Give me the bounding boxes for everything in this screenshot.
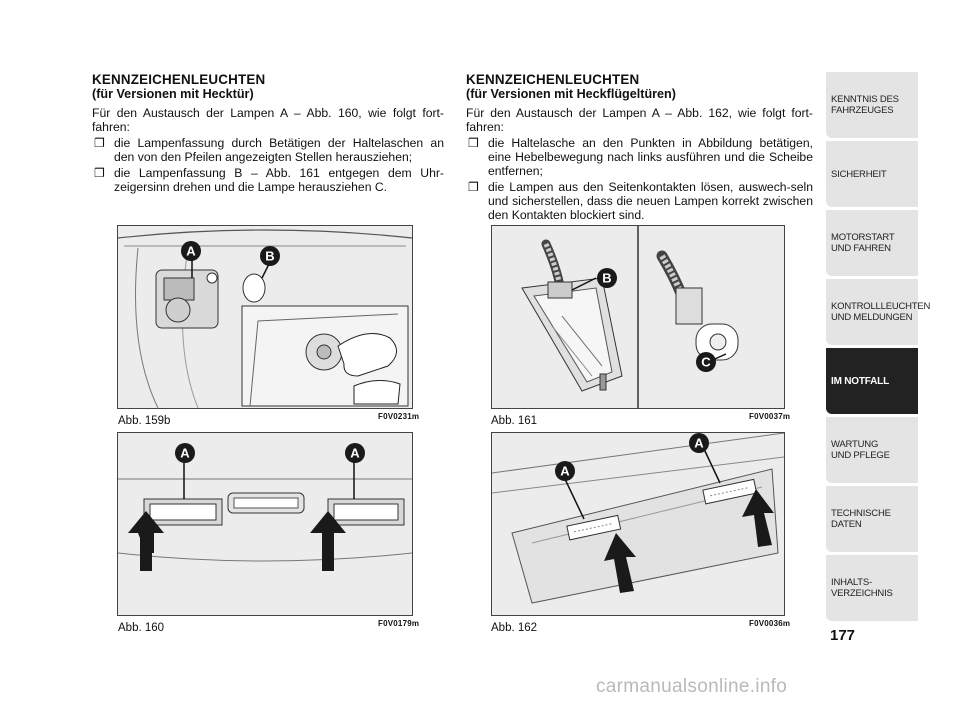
tab-technische-daten[interactable]: TECHNISCHE DATEN xyxy=(826,486,918,552)
figure-caption: Abb. 160 xyxy=(118,622,165,634)
figure-code: F0V0179m xyxy=(378,619,420,628)
callout-label-b: B xyxy=(602,271,611,286)
figure-caption: Abb. 162 xyxy=(491,622,538,634)
callout-label-c: C xyxy=(701,355,711,370)
figure-160-image: A A xyxy=(117,432,413,616)
right-column: KENNZEICHENLEUCHTEN (für Versionen mit H… xyxy=(466,72,813,224)
checkbox-bullet-icon: ❒ xyxy=(94,136,105,150)
tab-wartung-und-pflege[interactable]: WARTUNG UND PFLEGE xyxy=(826,417,918,483)
figure-159b-image: A B xyxy=(117,225,413,409)
callout-label-a: A xyxy=(694,436,704,451)
list-item: ❒die Lampenfassung durch Betätigen der H… xyxy=(94,136,444,164)
checkbox-bullet-icon: ❒ xyxy=(468,136,479,150)
intro-text: Für den Austausch der Lampen A – Abb. 16… xyxy=(466,106,813,134)
section-title: KENNZEICHENLEUCHTEN xyxy=(466,72,640,87)
figure-caption: Abb. 161 xyxy=(491,415,538,427)
tab-motorstart-und-fahren[interactable]: MOTORSTART UND FAHREN xyxy=(826,210,918,276)
callout-label-a: A xyxy=(180,446,190,461)
section-title: KENNZEICHENLEUCHTEN xyxy=(92,72,266,87)
intro-text: Für den Austausch der Lampen A – Abb. 16… xyxy=(92,106,444,134)
figure-code: F0V0037m xyxy=(749,412,791,421)
tab-im-notfall[interactable]: IM NOTFALL xyxy=(826,348,918,414)
tab-inhaltsverzeichnis[interactable]: INHALTS- VERZEICHNIS xyxy=(826,555,918,621)
checkbox-bullet-icon: ❒ xyxy=(94,166,105,180)
figure-caption: Abb. 159b xyxy=(118,415,171,427)
callout-label-b: B xyxy=(265,249,274,264)
callout-label-a: A xyxy=(560,464,570,479)
tab-kontrollleuchten[interactable]: KONTROLLLEUCHTEN UND MELDUNGEN xyxy=(826,279,930,345)
tab-kenntnis-des-fahrzeuges[interactable]: KENNTNIS DES FAHRZEUGES xyxy=(826,72,918,138)
tab-sicherheit[interactable]: SICHERHEIT xyxy=(826,141,918,207)
list-item: ❒die Lampen aus den Seitenkontakten löse… xyxy=(468,180,813,222)
instruction-list: ❒die Haltelasche an den Punkten in Abbil… xyxy=(466,136,813,222)
list-item: ❒die Lampenfassung B – Abb. 161 entgegen… xyxy=(94,166,444,194)
callout-label-a: A xyxy=(186,244,196,259)
section-subtitle: (für Versionen mit Heckflügeltüren) xyxy=(466,87,676,101)
watermark: carmanualsonline.info xyxy=(596,676,788,697)
section-subtitle: (für Versionen mit Hecktür) xyxy=(92,87,254,101)
checkbox-bullet-icon: ❒ xyxy=(468,180,479,194)
left-column: KENNZEICHENLEUCHTEN (für Versionen mit H… xyxy=(92,72,444,196)
callout-label-a: A xyxy=(350,446,360,461)
figure-161-image: B C xyxy=(491,225,785,409)
figure-code: F0V0036m xyxy=(749,619,791,628)
figure-code: F0V0231m xyxy=(378,412,420,421)
list-item: ❒die Haltelasche an den Punkten in Abbil… xyxy=(468,136,813,178)
figure-162-image: A A xyxy=(491,432,785,616)
instruction-list: ❒die Lampenfassung durch Betätigen der H… xyxy=(92,136,444,194)
page-number: 177 xyxy=(830,627,856,644)
